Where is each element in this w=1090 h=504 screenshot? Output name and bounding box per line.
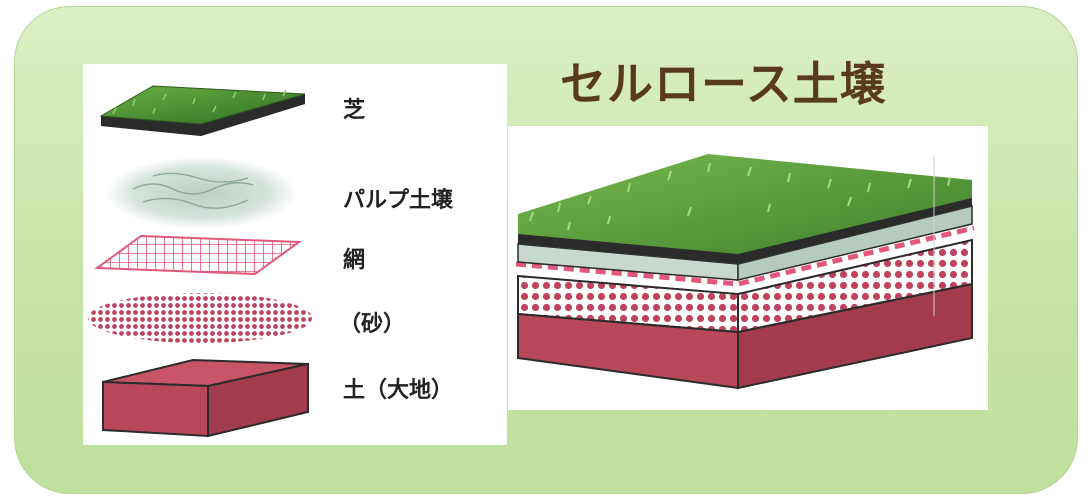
diagram-title: セルロース土壌 [560,57,887,111]
layer-label-sand: （砂） [339,312,406,337]
layer-label-net: 網 [343,248,366,273]
assembled-cross-section-panel [508,126,988,410]
exploded-layers-panel: 芝 パルプ土壌 網 （砂） 土（大地） [83,64,507,445]
net-section [515,225,975,287]
layer-label-soil: 土（大地） [343,378,454,403]
assembled-cross-section-illustration [515,154,975,390]
exploded-layers-illustration [88,85,312,438]
layer-label-pulp: パルプ土壌 [343,188,454,213]
net-layer-icon [94,234,302,276]
grass-layer-icon [99,85,306,136]
soil-layer-icon [102,358,309,438]
layer-label-grass: 芝 [343,98,366,123]
sand-layer-icon [88,293,312,343]
grass-section [518,154,972,264]
